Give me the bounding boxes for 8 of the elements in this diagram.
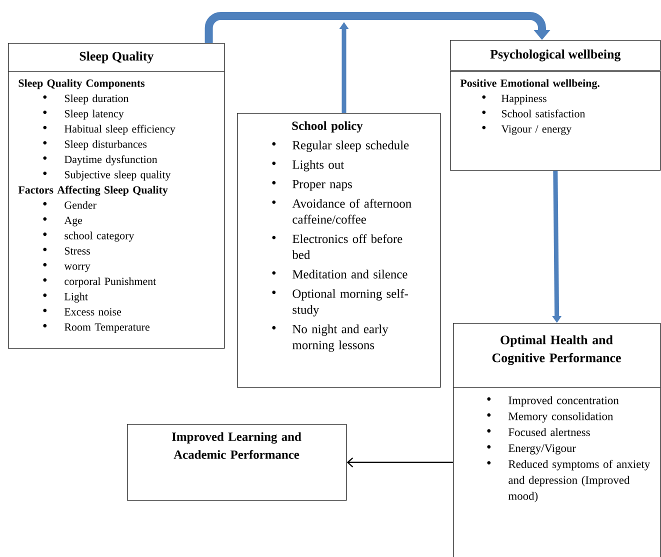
outcome-box: Improved Learning and Academic Performance — [127, 424, 347, 501]
text-box: Improved concentration Memory consolidation Focused alertness Energy/Vigour Reduced symptoms of anxiety and depression (Improved mood) — [453, 387, 661, 557]
header-box: Sleep Quality — [8, 43, 225, 72]
header-box: Psychological wellbeing — [450, 40, 661, 71]
arrow — [346, 457, 453, 468]
outcome-box: Optimal Health and Cognitive Performance — [453, 323, 661, 388]
text-box: Positive Emotional wellbeing. Happiness School satisfaction Vigour / energy — [450, 71, 661, 171]
text-box: School policy Regular sleep schedule Lights out Proper naps Avoidance of afternoon caffeine/coffee Electronics off before bed Meditation and silence Optional morning self-study No night and early morning lessons — [237, 113, 441, 388]
